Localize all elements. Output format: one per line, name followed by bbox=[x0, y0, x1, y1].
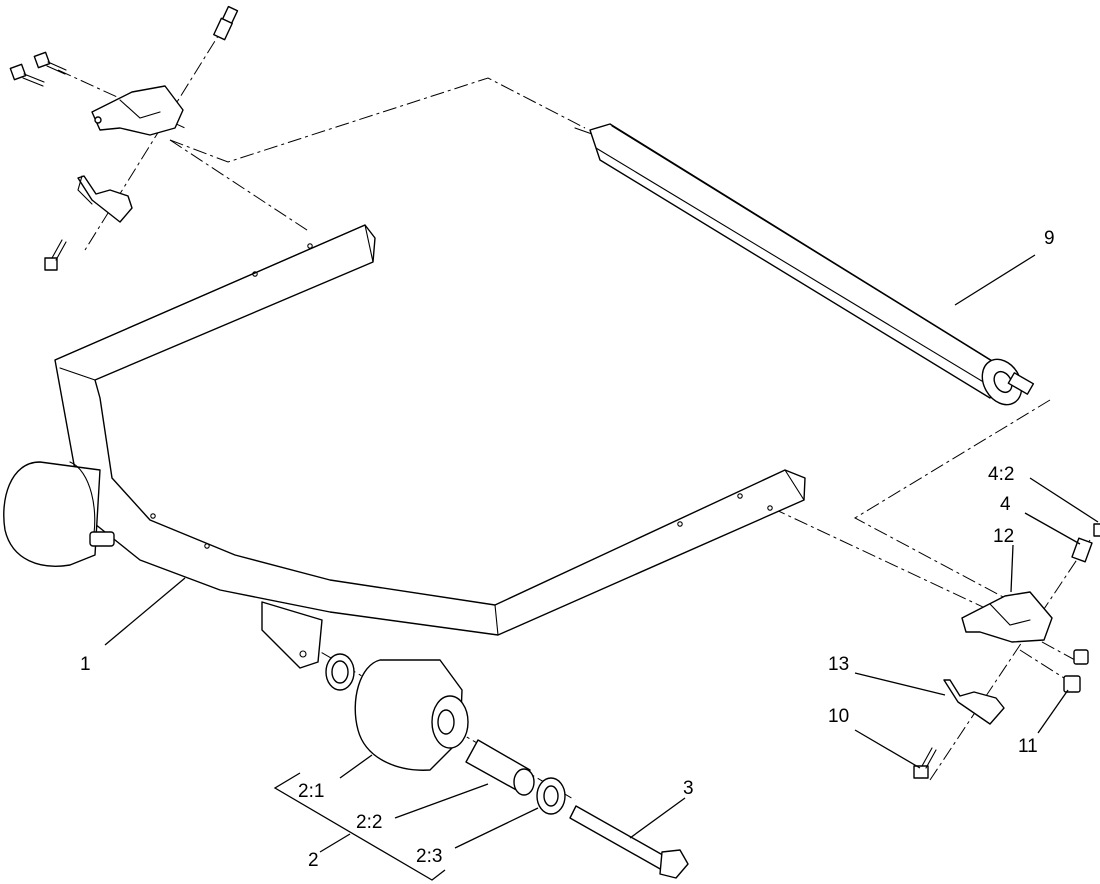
callout-4-2: 4:2 bbox=[988, 464, 1014, 485]
main-frame bbox=[54, 224, 806, 636]
bolt-top-left-lower bbox=[9, 63, 45, 87]
wheel-mount-bracket bbox=[261, 601, 323, 669]
grease-fitting-right bbox=[1071, 523, 1100, 563]
callout-1: 1 bbox=[80, 654, 91, 675]
left-wheel bbox=[3, 461, 115, 567]
bolt-top-left-upper bbox=[33, 51, 67, 75]
spring-clip-right bbox=[943, 679, 1005, 725]
roller-tube bbox=[574, 123, 1035, 406]
callout-2: 2 bbox=[308, 850, 319, 871]
callout-4: 4 bbox=[1000, 494, 1011, 515]
callout-11: 11 bbox=[1018, 736, 1038, 757]
bearing-left bbox=[325, 653, 355, 691]
axle-bolt-3 bbox=[569, 805, 689, 879]
leader-lines bbox=[104, 254, 1099, 881]
callout-2-1: 2:1 bbox=[298, 781, 324, 802]
right-bracket-group bbox=[913, 523, 1100, 779]
callout-9: 9 bbox=[1044, 228, 1055, 249]
bolt-right-upper bbox=[1073, 649, 1089, 665]
bolt-right-lower bbox=[1063, 675, 1081, 693]
grease-fitting-top-left bbox=[213, 5, 239, 41]
assembly-centerlines bbox=[57, 19, 1091, 801]
callout-2-2: 2:2 bbox=[356, 812, 382, 833]
wheel-2-1 bbox=[354, 659, 469, 771]
callout-3: 3 bbox=[683, 778, 694, 799]
mounting-bracket-right bbox=[961, 591, 1053, 643]
bearing-2-3 bbox=[536, 777, 566, 815]
bolt-right-bottom bbox=[913, 747, 937, 779]
spring-clip-left bbox=[77, 175, 133, 223]
callout-10: 10 bbox=[828, 706, 849, 727]
callout-2-3: 2:3 bbox=[416, 846, 442, 867]
spacer-2-2 bbox=[465, 739, 535, 796]
top-left-bracket-group bbox=[9, 5, 239, 271]
bolt-top-left-bottom bbox=[44, 239, 67, 271]
mounting-bracket-left bbox=[91, 85, 184, 136]
callout-labels: 1 9 4:2 4 12 13 10 11 2:1 2:2 2:3 2 3 bbox=[80, 228, 1055, 871]
callout-13: 13 bbox=[828, 654, 849, 675]
callout-12: 12 bbox=[993, 526, 1014, 547]
